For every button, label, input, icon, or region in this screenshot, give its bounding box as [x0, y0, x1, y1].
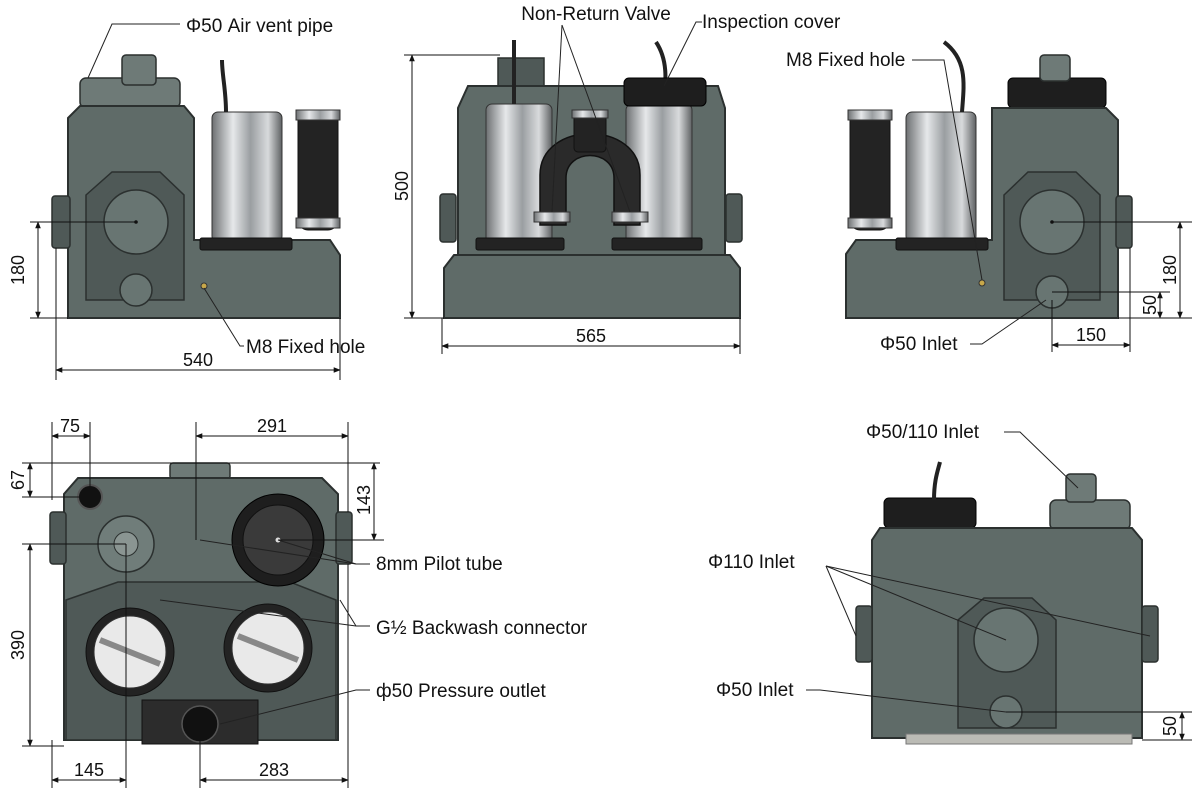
top-67-dim: 67	[8, 470, 28, 490]
side-pump-motor	[905, 111, 977, 243]
rear-view	[855, 461, 1159, 745]
rear-view-annotations: Φ50/110 Inlet Φ110 Inlet Φ50 Inlet 50	[708, 422, 1192, 741]
middle-view	[439, 40, 743, 319]
top-view-annotations: 75 291 67 143 390 145 283 8mm Pilot tube…	[8, 416, 588, 788]
middle-view-annotations: 500 565 Non-Return Valve Inspection cove…	[392, 4, 841, 354]
front-pump-motor	[211, 111, 283, 243]
inlet-50-side-label: Φ50 Inlet	[880, 334, 958, 355]
backwash-connector-label: G½ Backwash connector	[376, 618, 588, 639]
m8-fixed-hole-side-label: M8 Fixed hole	[786, 50, 905, 71]
top-75-dim: 75	[60, 416, 80, 436]
non-return-valve-label: Non-Return Valve	[521, 4, 671, 25]
inlet-110-label: Φ110 Inlet	[708, 552, 795, 573]
inlet-50-110-label: Φ50/110 Inlet	[866, 422, 980, 443]
front-pump-cable	[220, 59, 228, 113]
front-small-inlet	[119, 273, 153, 307]
pilot-tube-label: 8mm Pilot tube	[376, 554, 503, 575]
front-m8-hole-marker	[200, 282, 208, 290]
top-view	[49, 462, 353, 745]
air-vent-pipe-label: Φ50 Air vent pipe	[186, 16, 333, 37]
top-390-dim: 390	[8, 630, 28, 660]
front-width-dim: 540	[183, 350, 213, 370]
air-vent-pipe	[121, 54, 157, 86]
front-height-dim: 180	[8, 255, 28, 285]
front-view	[51, 54, 341, 319]
front-view-annotations: 180 540 Φ50 Air vent pipe M8 Fixed hole	[8, 16, 365, 380]
top-283-dim: 283	[259, 760, 289, 780]
middle-height-dim: 500	[392, 171, 412, 201]
side-inlet-offset-dim: 150	[1076, 325, 1106, 345]
middle-width-dim: 565	[576, 326, 606, 346]
inspection-cover	[623, 77, 707, 107]
m8-fixed-hole-front-label: M8 Fixed hole	[246, 337, 365, 358]
side-inlet-height-dim: 50	[1140, 295, 1160, 315]
side-view	[845, 40, 1133, 319]
top-291-dim: 291	[257, 416, 287, 436]
side-height-dim: 180	[1160, 255, 1180, 285]
front-discharge-hose	[297, 109, 339, 231]
middle-lower-housing	[443, 254, 741, 319]
pressure-outlet-label: ф50 Pressure outlet	[376, 681, 547, 702]
top-143-dim: 143	[354, 485, 374, 515]
non-return-valve-manifold	[539, 133, 641, 226]
top-145-dim: 145	[74, 760, 104, 780]
inlet-50-rear-label: Φ50 Inlet	[716, 680, 794, 701]
rear-inlet-height-dim: 50	[1160, 716, 1180, 736]
side-view-annotations: M8 Fixed hole Φ50 Inlet 180 50 150	[786, 50, 1192, 355]
inspection-cover-label: Inspection cover	[702, 12, 841, 33]
